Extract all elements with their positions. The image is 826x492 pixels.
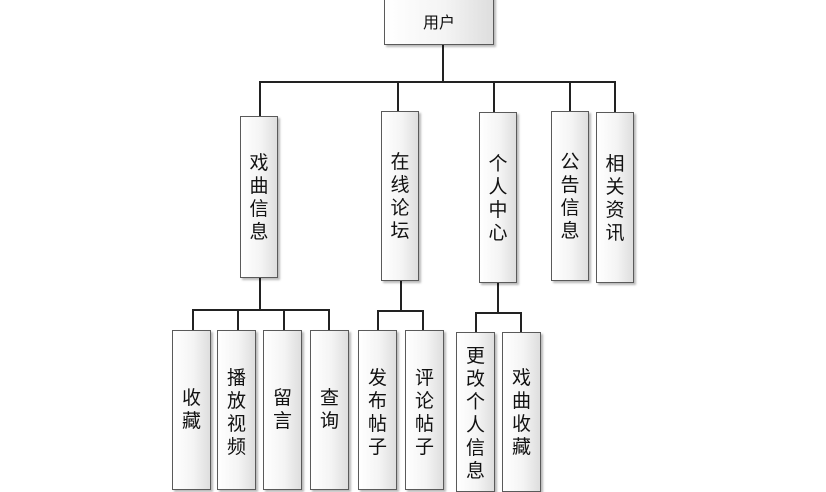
connector-line	[192, 309, 194, 330]
connector-line	[192, 309, 330, 311]
connector-line	[442, 45, 444, 82]
connector-line	[400, 280, 402, 311]
node-label: 评论帖子	[414, 367, 434, 458]
node-opera-info: 戏曲信息	[240, 116, 278, 278]
node-opera-favorites: 戏曲收藏	[502, 332, 541, 492]
connector-line	[569, 81, 571, 111]
node-label: 戏曲信息	[249, 152, 269, 243]
node-edit-personal-info: 更改个人信息	[456, 332, 495, 492]
node-announcement-info: 公告信息	[551, 111, 589, 281]
node-label: 在线论坛	[390, 151, 410, 242]
node-label: 发布帖子	[367, 367, 387, 458]
connector-line	[377, 310, 424, 312]
connector-line	[475, 312, 522, 314]
node-label: 播放视频	[226, 367, 246, 458]
node-personal-center: 个人中心	[479, 112, 517, 283]
connector-line	[493, 81, 495, 112]
connector-line	[237, 309, 239, 330]
node-play-video: 播放视频	[217, 330, 256, 490]
connector-line	[328, 309, 330, 330]
connector-line	[283, 309, 285, 330]
node-leave-message: 留言	[263, 330, 302, 490]
connector-line	[259, 81, 261, 116]
connector-line	[497, 282, 499, 313]
node-label: 留言	[272, 387, 292, 432]
connector-line	[377, 310, 379, 330]
node-label: 戏曲收藏	[511, 367, 531, 458]
node-search: 查询	[310, 330, 349, 490]
node-label: 公告信息	[560, 151, 580, 242]
root-node: 用户	[384, 0, 494, 45]
connector-line	[614, 81, 616, 112]
connector-line	[422, 310, 424, 330]
connector-line	[475, 312, 477, 332]
node-label: 更改个人信息	[465, 345, 485, 482]
node-post-thread: 发布帖子	[358, 330, 397, 490]
node-label: 收藏	[181, 387, 201, 432]
connector-line	[397, 81, 399, 111]
connector-line	[520, 312, 522, 332]
node-label: 相关资讯	[605, 153, 625, 244]
connector-line	[259, 81, 616, 83]
hierarchy-diagram: 用户 戏曲信息 在线论坛 个人中心 公告信息 相关资讯 收藏 播放视频 留言 查…	[172, 0, 634, 492]
node-comment-thread: 评论帖子	[405, 330, 444, 490]
node-online-forum: 在线论坛	[381, 111, 419, 281]
node-label: 个人中心	[488, 153, 508, 244]
connector-line	[259, 277, 261, 310]
node-label: 查询	[319, 387, 339, 432]
node-related-news: 相关资讯	[596, 112, 634, 283]
node-favorite: 收藏	[172, 330, 211, 490]
root-node-label: 用户	[422, 12, 455, 32]
